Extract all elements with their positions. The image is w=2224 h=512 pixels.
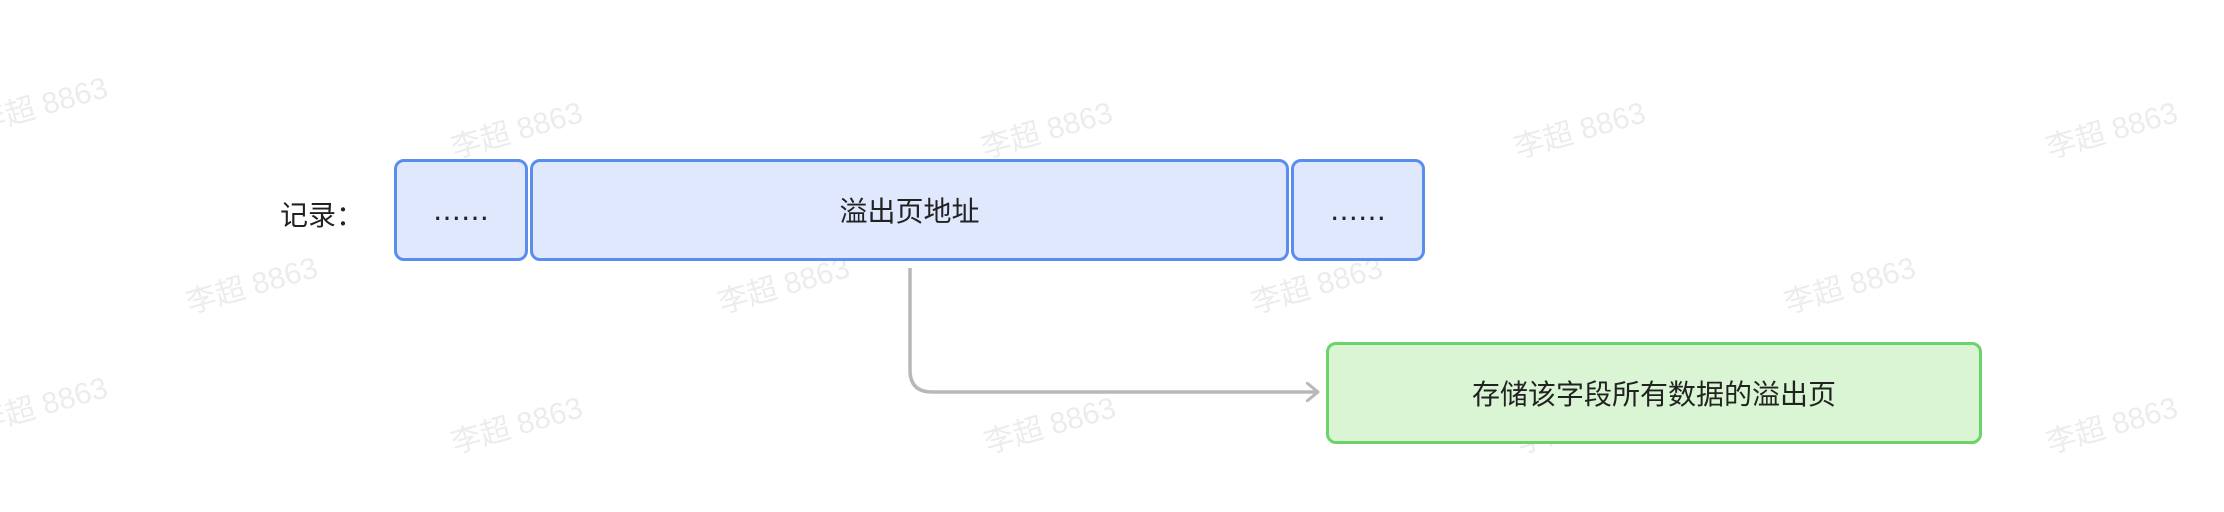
record-label: 记录： xyxy=(280,199,365,232)
watermark: 李超 8863 xyxy=(447,391,587,461)
watermark: 李超 8863 xyxy=(2042,391,2182,461)
watermark: 李超 8863 xyxy=(977,96,1117,166)
watermark: 李超 8863 xyxy=(2042,96,2182,166)
watermark: 李超 8863 xyxy=(980,391,1120,461)
overflow-page-box: 存储该字段所有数据的溢出页 xyxy=(1326,342,1982,444)
watermark: 李超 8863 xyxy=(1780,251,1920,321)
field-ellipsis-left: …… xyxy=(394,159,528,261)
watermark: 李超 8863 xyxy=(447,96,587,166)
watermark: 李超 8863 xyxy=(1510,96,1650,166)
watermark: 李超 8863 xyxy=(0,71,112,141)
field-ellipsis-right: …… xyxy=(1291,159,1425,261)
field-overflow-address: 溢出页地址 xyxy=(530,159,1289,261)
watermark: 李超 8863 xyxy=(182,251,322,321)
watermark: 李超 8863 xyxy=(0,371,112,441)
